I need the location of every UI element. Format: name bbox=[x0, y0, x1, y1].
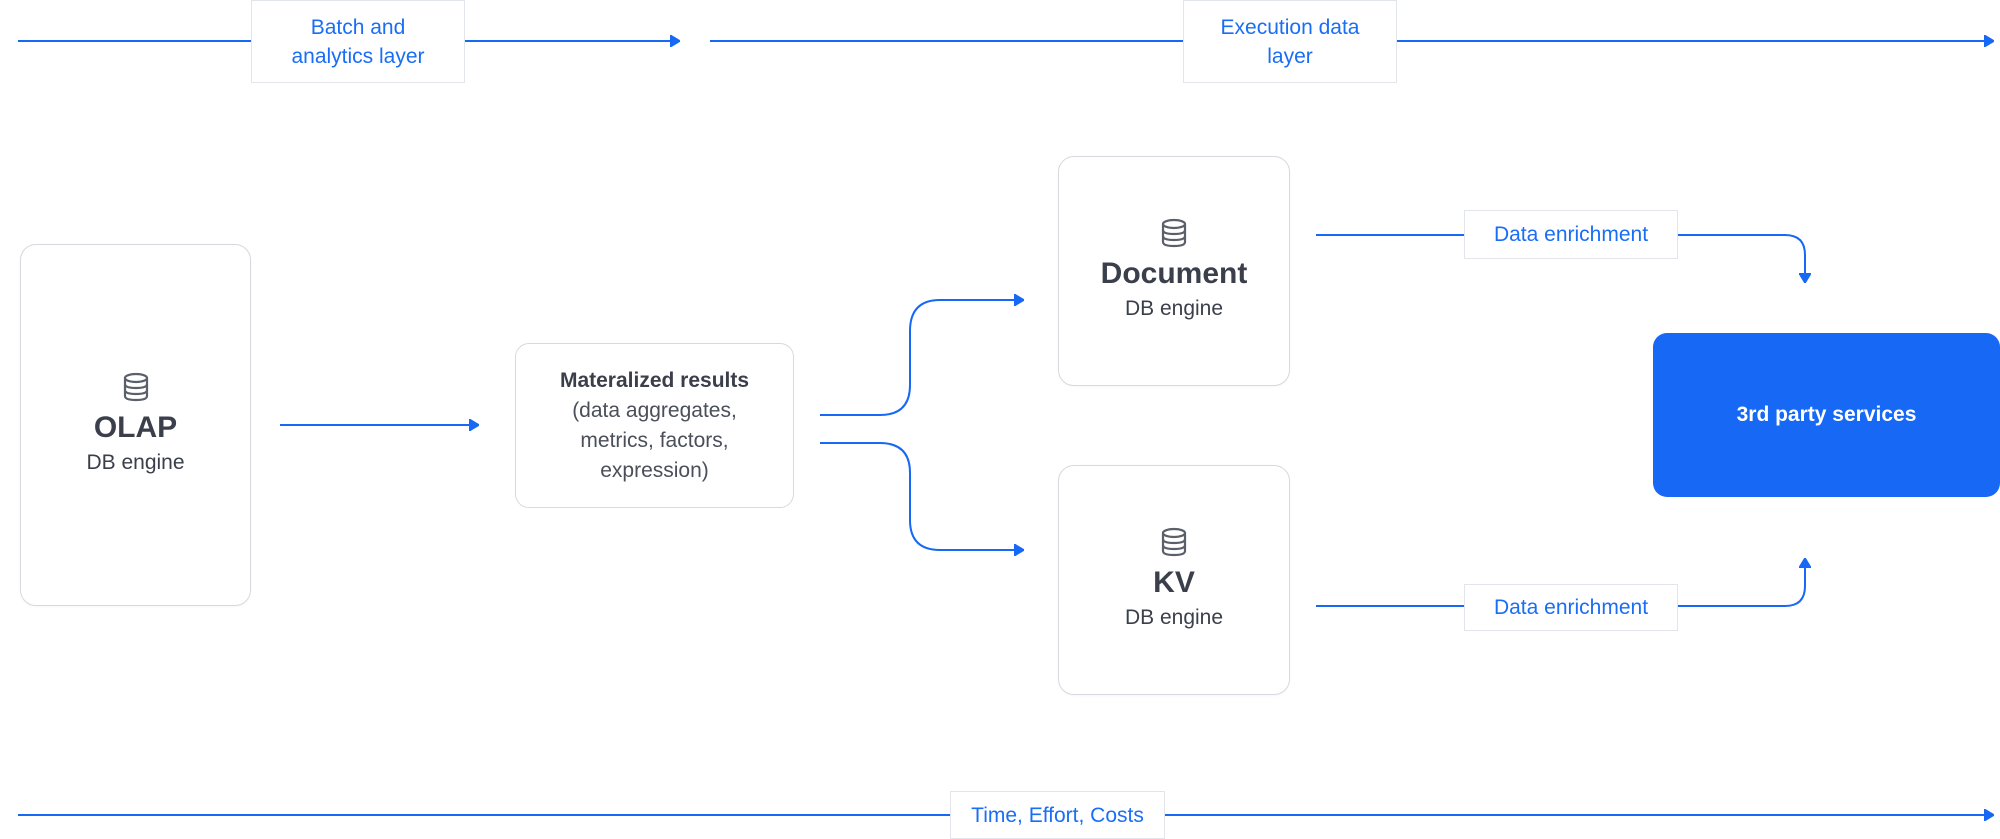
cost-axis-label: Time, Effort, Costs bbox=[950, 791, 1165, 839]
execution-layer-label: Execution data layer bbox=[1183, 0, 1397, 83]
materialized-line-3: expression) bbox=[600, 458, 709, 482]
kv-title: KV bbox=[1153, 566, 1195, 599]
materialized-results-node: Materalized results (data aggregates, me… bbox=[515, 343, 794, 508]
document-subtitle: DB engine bbox=[1124, 297, 1224, 320]
database-icon bbox=[123, 372, 148, 402]
batch-layer-label: Batch and analytics layer bbox=[251, 0, 465, 83]
document-enrichment-label: Data enrichment bbox=[1464, 210, 1678, 259]
execution-layer-label-text: Execution data layer bbox=[1220, 15, 1360, 68]
batch-layer-label-text: Batch and analytics layer bbox=[291, 15, 425, 68]
database-icon bbox=[1161, 218, 1187, 248]
materialized-to-kv-edge bbox=[820, 442, 1015, 550]
database-icon bbox=[1161, 527, 1187, 557]
kv-subtitle: DB engine bbox=[1124, 606, 1224, 629]
kv-enrichment-label: Data enrichment bbox=[1464, 584, 1678, 631]
olap-node: OLAP DB engine bbox=[20, 244, 251, 606]
kv-node: KV DB engine bbox=[1058, 465, 1290, 695]
third-party-services-node: 3rd party services bbox=[1653, 333, 2000, 497]
materialized-line-1: (data aggregates, bbox=[572, 398, 737, 422]
document-node: Document DB engine bbox=[1058, 156, 1290, 386]
materialized-line-2: metrics, factors, bbox=[580, 428, 729, 452]
materialized-title: Materalized results bbox=[559, 368, 750, 392]
olap-title: OLAP bbox=[93, 411, 178, 444]
kv-enrichment-edge bbox=[1316, 567, 1805, 607]
kv-enrichment-text: Data enrichment bbox=[1493, 596, 1649, 619]
document-enrichment-text: Data enrichment bbox=[1493, 223, 1649, 246]
document-title: Document bbox=[1100, 257, 1248, 290]
cost-axis-label-text: Time, Effort, Costs bbox=[971, 803, 1144, 827]
materialized-to-document-edge bbox=[820, 300, 1015, 416]
third-party-services-label: 3rd party services bbox=[1736, 403, 1917, 426]
document-enrichment-edge bbox=[1316, 234, 1805, 274]
olap-subtitle: DB engine bbox=[86, 451, 185, 474]
